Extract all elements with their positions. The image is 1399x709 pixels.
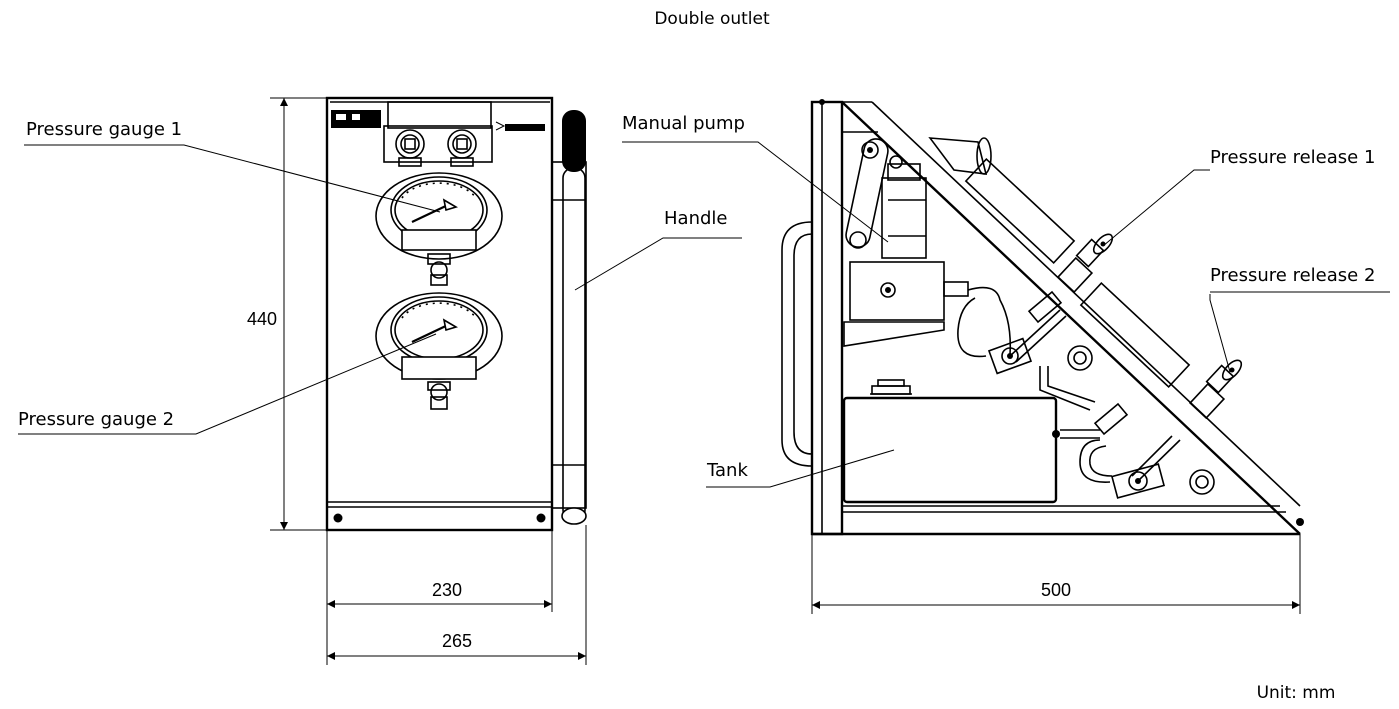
- front-dimensions: 440 230 265: [247, 97, 587, 665]
- side-frame-front: [810, 100, 844, 536]
- front-callouts: Pressure gauge 1 Pressure gauge 2 Handle: [18, 119, 742, 435]
- label-pressure-gauge-2: Pressure gauge 2: [18, 409, 174, 430]
- outlet-fitting-1: [395, 129, 425, 167]
- side-callouts: Manual pump Tank Pressure release 1 Pres…: [622, 113, 1390, 488]
- label-handle: Handle: [664, 208, 727, 229]
- manual-pump: [843, 138, 945, 347]
- drawing-title: Double outlet: [654, 9, 770, 29]
- side-view: [781, 99, 1304, 536]
- dimension-depth: 500: [1041, 580, 1071, 600]
- pressure-gauge-2: [375, 292, 503, 410]
- brand-logo: [495, 121, 545, 131]
- label-pressure-gauge-1: Pressure gauge 1: [26, 119, 182, 140]
- side-dimensions: 500: [811, 534, 1301, 614]
- plumbing-lines: [943, 281, 1215, 499]
- pressure-release-valve-1: [1056, 233, 1114, 294]
- front-body-outline: [325, 96, 554, 532]
- dimension-height: 440: [247, 309, 277, 329]
- label-tank: Tank: [706, 460, 748, 481]
- unit-note: Unit: mm: [1257, 683, 1336, 703]
- label-pressure-release-2: Pressure release 2: [1210, 265, 1375, 286]
- dimension-width-total: 265: [442, 631, 472, 651]
- label-pressure-release-1: Pressure release 1: [1210, 147, 1375, 168]
- pressure-gauge-1: [375, 172, 503, 286]
- dimension-width-body: 230: [432, 580, 462, 600]
- front-view: [325, 96, 587, 532]
- handle: [551, 110, 587, 525]
- outlet-fitting-2: [447, 129, 477, 167]
- tank: [842, 379, 1060, 504]
- pressure-release-valve-2: [1188, 359, 1243, 420]
- label-manual-pump: Manual pump: [622, 113, 745, 134]
